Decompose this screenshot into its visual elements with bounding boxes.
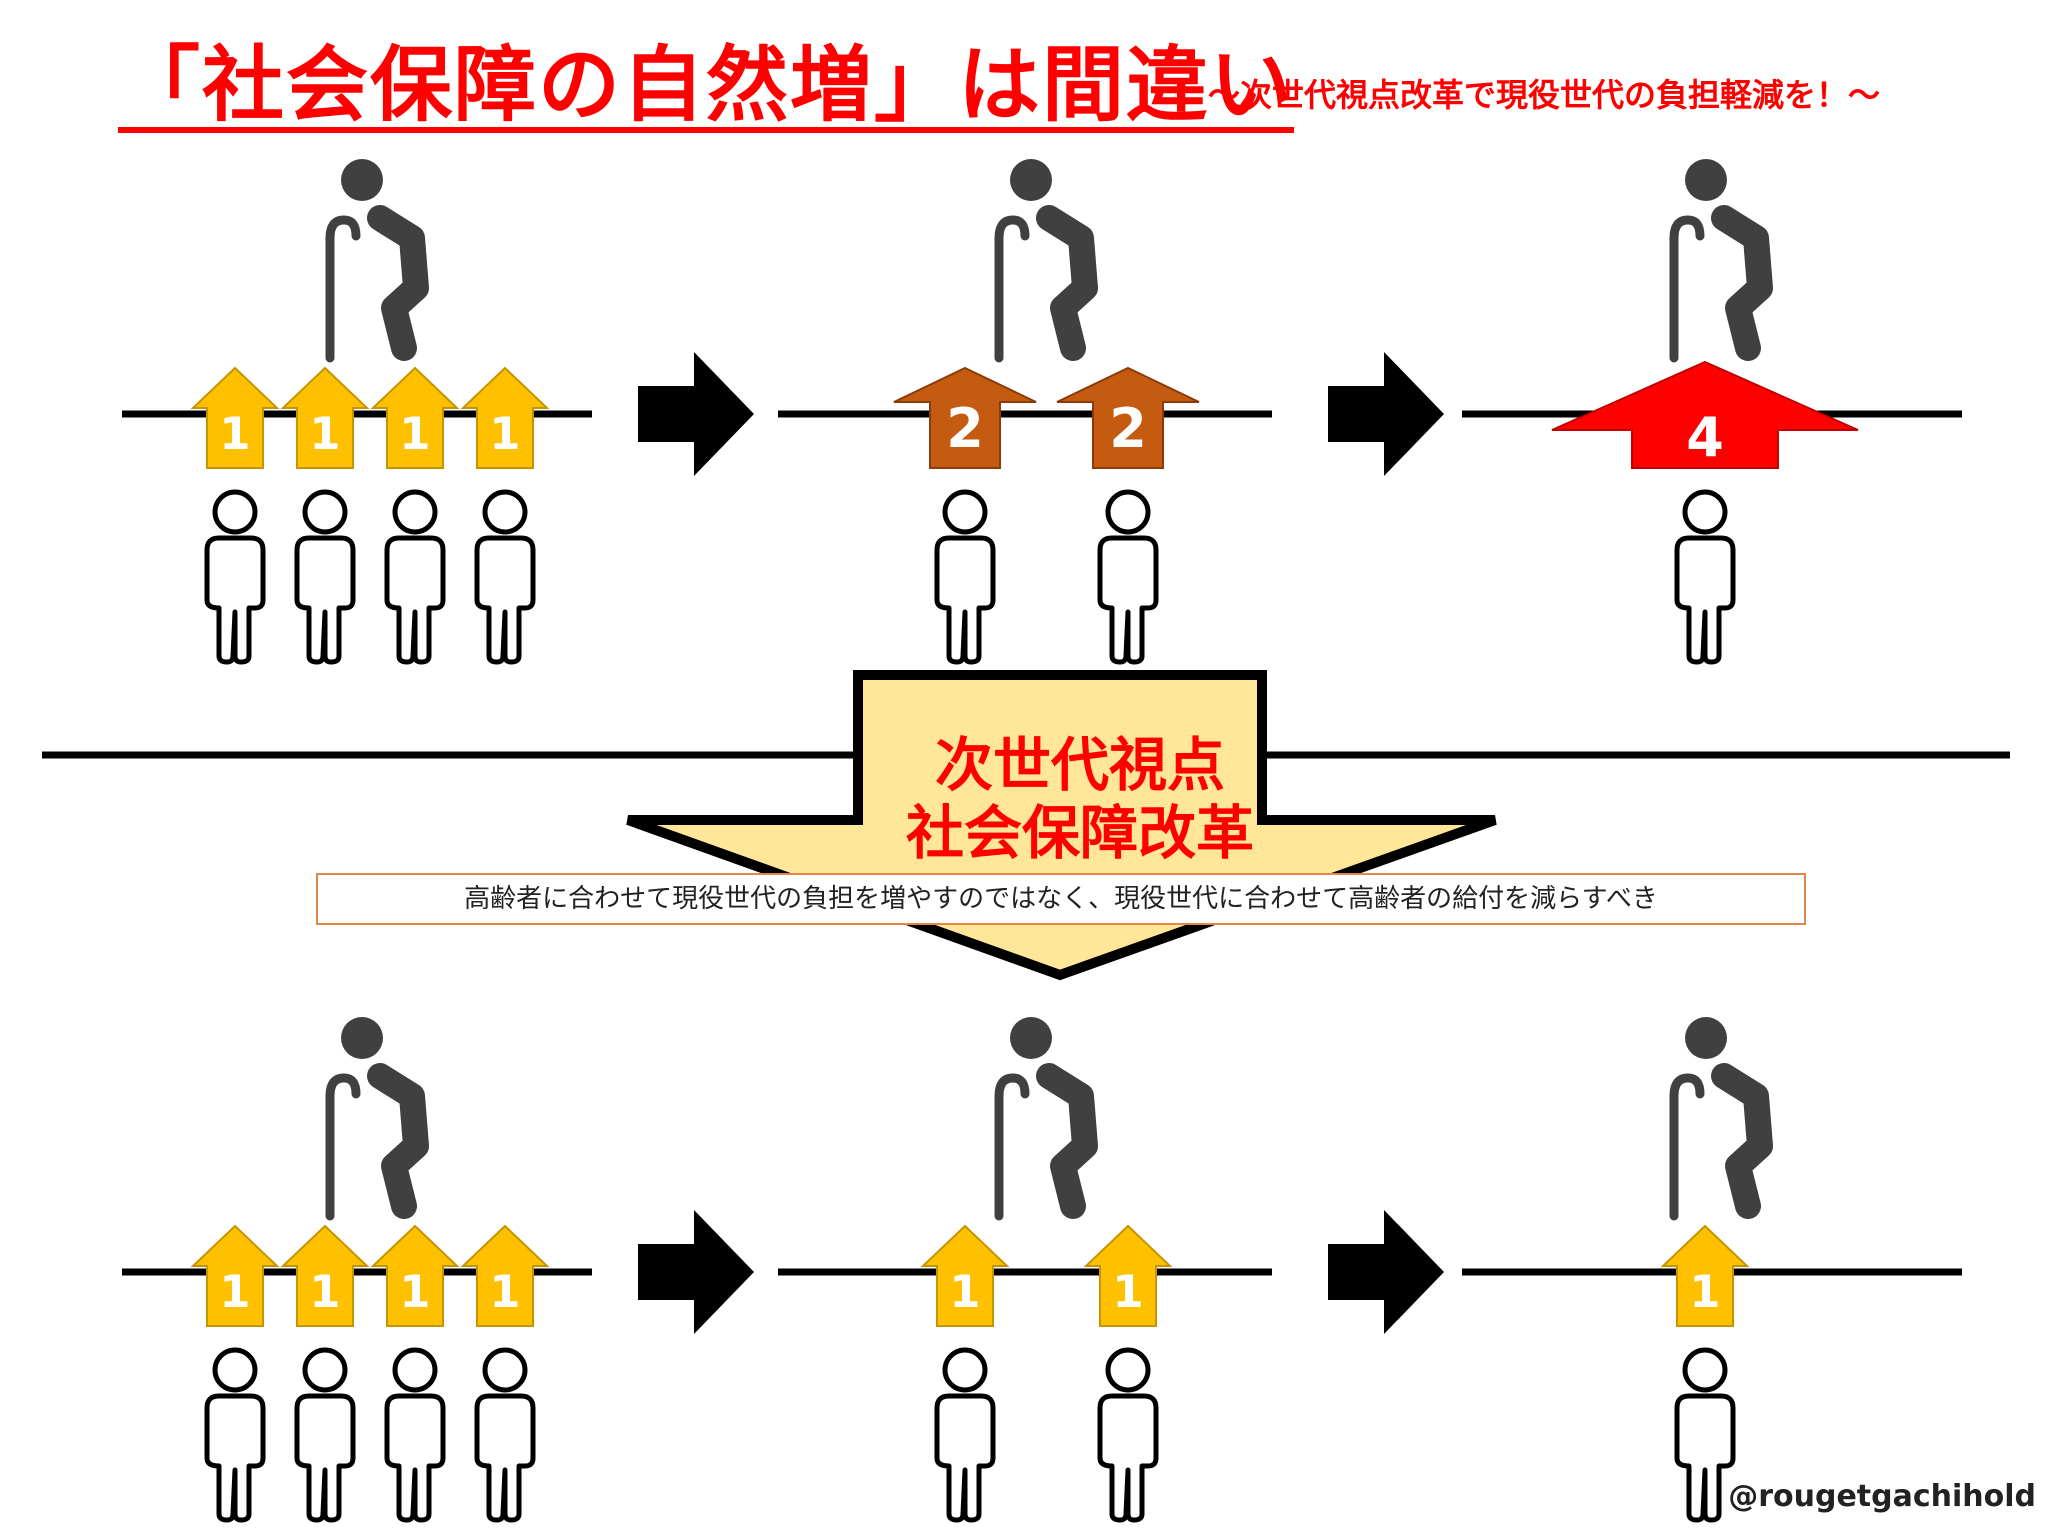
worker-person-icon bbox=[474, 1347, 536, 1523]
elderly-person-with-cane-icon bbox=[325, 159, 429, 363]
reform-banner-line2: 社会保障改革 bbox=[905, 799, 1254, 867]
reform-message: 高齢者に合わせて現役世代の負担を増やすのではなく、現役世代に合わせて高齢者の給付… bbox=[316, 873, 1806, 925]
worker-person-icon bbox=[934, 1347, 996, 1523]
up-arrow-icon: 2 bbox=[893, 366, 1037, 469]
stage-panel: 4 bbox=[1462, 159, 1962, 665]
up-arrow-icon: 1 bbox=[280, 1224, 370, 1327]
arrow-value-label: 1 bbox=[399, 407, 430, 460]
up-arrow-icon: 1 bbox=[920, 1224, 1010, 1327]
elderly-person-with-cane-icon bbox=[1669, 1017, 1773, 1221]
worker-person-icon bbox=[474, 489, 536, 665]
up-arrow-icon: 1 bbox=[460, 366, 550, 469]
right-arrow-icon bbox=[1328, 1210, 1444, 1334]
elderly-person-with-cane-icon bbox=[994, 159, 1098, 363]
worker-person-icon bbox=[1097, 1347, 1159, 1523]
reform-banner-line1: 次世代視点 bbox=[934, 731, 1225, 799]
stage-panel: 1 1 1 1 bbox=[122, 159, 592, 665]
worker-person-icon bbox=[934, 489, 996, 665]
arrow-value-label: 1 bbox=[489, 1265, 520, 1318]
up-arrow-icon: 4 bbox=[1551, 360, 1859, 469]
up-arrow-icon: 1 bbox=[460, 1224, 550, 1327]
stage-panel: 1 1 1 1 bbox=[122, 1017, 592, 1523]
right-arrow-icon bbox=[1328, 352, 1444, 476]
up-arrow-icon: 1 bbox=[370, 1224, 460, 1327]
up-arrow-icon: 2 bbox=[1056, 366, 1200, 469]
worker-person-icon bbox=[204, 489, 266, 665]
up-arrow-icon: 1 bbox=[190, 1224, 280, 1327]
worker-person-icon bbox=[384, 1347, 446, 1523]
arrow-value-label: 1 bbox=[309, 1265, 340, 1318]
worker-person-icon bbox=[1674, 489, 1736, 665]
elderly-person-with-cane-icon bbox=[325, 1017, 429, 1221]
arrow-value-label: 4 bbox=[1686, 406, 1724, 469]
arrow-value-label: 1 bbox=[219, 407, 250, 460]
arrow-value-label: 2 bbox=[946, 397, 984, 460]
page-title: 「社会保障の自然増」は間違い bbox=[118, 38, 1295, 133]
arrow-value-label: 1 bbox=[399, 1265, 430, 1318]
right-arrow-icon bbox=[638, 352, 754, 476]
arrow-value-label: 1 bbox=[309, 407, 340, 460]
worker-person-icon bbox=[294, 489, 356, 665]
up-arrow-icon: 1 bbox=[280, 366, 370, 469]
elderly-person-with-cane-icon bbox=[994, 1017, 1098, 1221]
arrow-value-label: 1 bbox=[489, 407, 520, 460]
worker-person-icon bbox=[1097, 489, 1159, 665]
up-arrow-icon: 1 bbox=[1660, 1224, 1750, 1327]
page-subtitle: ～次世代視点改革で現役世代の負担軽減を！～ bbox=[1208, 76, 1881, 114]
up-arrow-icon: 1 bbox=[370, 366, 460, 469]
arrow-value-label: 1 bbox=[949, 1265, 980, 1318]
worker-person-icon bbox=[294, 1347, 356, 1523]
arrow-value-label: 2 bbox=[1109, 397, 1147, 460]
arrow-value-label: 1 bbox=[1112, 1265, 1143, 1318]
up-arrow-icon: 1 bbox=[190, 366, 280, 469]
worker-person-icon bbox=[384, 489, 446, 665]
stage-panel: 1 bbox=[1462, 1017, 1962, 1523]
arrow-value-label: 1 bbox=[219, 1265, 250, 1318]
right-arrow-icon bbox=[638, 1210, 754, 1334]
worker-person-icon bbox=[204, 1347, 266, 1523]
worker-person-icon bbox=[1674, 1347, 1736, 1523]
author-credit: @rougetgachihold bbox=[1728, 1479, 2036, 1514]
arrow-value-label: 1 bbox=[1689, 1265, 1720, 1318]
up-arrow-icon: 1 bbox=[1083, 1224, 1173, 1327]
elderly-person-with-cane-icon bbox=[1669, 159, 1773, 363]
